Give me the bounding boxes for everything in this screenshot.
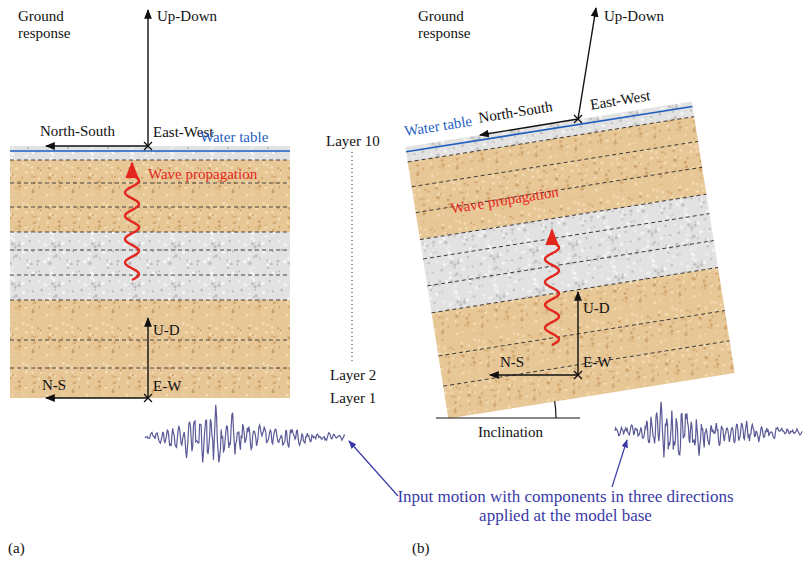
layer-boundary xyxy=(423,214,709,259)
layer-label: Layer 10 xyxy=(326,133,380,150)
east-west-axis-symbol xyxy=(574,371,582,379)
axis-label: E-W xyxy=(153,378,181,395)
panel-label: (a) xyxy=(8,540,25,557)
axis-label: Up-Down xyxy=(604,8,664,25)
response-label: Ground response xyxy=(18,8,93,41)
layer-boundary xyxy=(412,141,698,186)
layer-boundary xyxy=(443,341,729,386)
layer-boundary xyxy=(10,250,290,251)
up-down-axis xyxy=(577,292,578,375)
soil-layer xyxy=(10,160,290,232)
layer-boundary xyxy=(10,160,290,161)
input-motion-trace xyxy=(145,405,345,463)
soil-layer xyxy=(10,300,290,398)
axis-label: U-D xyxy=(153,322,180,339)
inclined-soil-column xyxy=(405,102,734,419)
up-down-axis xyxy=(147,10,148,146)
water-table-label: Water table xyxy=(403,113,473,140)
layer-boundary xyxy=(10,232,290,233)
leader-arrow xyxy=(349,441,398,496)
north-south-axis xyxy=(490,374,578,375)
east-west-axis-symbol xyxy=(574,115,582,123)
east-west-axis-symbol xyxy=(144,142,152,150)
north-south-axis xyxy=(46,145,148,146)
panel-label: (b) xyxy=(412,540,430,557)
axis-label: North-South xyxy=(40,123,115,140)
layer-boundary xyxy=(10,183,290,184)
up-down-axis xyxy=(147,318,148,398)
soil-column xyxy=(10,146,290,398)
north-south-axis xyxy=(46,397,148,398)
east-west-axis-symbol xyxy=(144,394,152,402)
layer-range-line xyxy=(352,152,353,364)
axis-label: E-W xyxy=(583,354,611,371)
axis-label: East-West xyxy=(589,87,651,113)
layer-boundary xyxy=(10,368,290,369)
inclination-arc xyxy=(555,401,556,418)
horizontal-reference xyxy=(436,417,580,418)
axis-label: Up-Down xyxy=(157,8,217,25)
axis-label: N-S xyxy=(500,354,524,371)
wave-arrow xyxy=(545,230,559,345)
layer-label: Layer 2 xyxy=(330,367,376,384)
layer-boundary xyxy=(427,241,713,286)
soil-layer xyxy=(10,232,290,300)
layer-boundary xyxy=(10,340,290,341)
axis-label: U-D xyxy=(583,300,610,317)
wave-arrow xyxy=(125,163,139,280)
input-motion-note: Input motion with components in three di… xyxy=(393,488,738,525)
wave-label: Wave propagation xyxy=(148,166,257,183)
inclination-label: Inclination xyxy=(478,424,543,441)
layer-boundary xyxy=(10,207,290,208)
layer-label: Layer 1 xyxy=(330,390,376,407)
response-label: Ground response xyxy=(418,8,493,41)
layer-boundary xyxy=(10,300,290,301)
layer-boundary xyxy=(10,275,290,276)
layer-boundary xyxy=(432,267,718,312)
axis-label: North-South xyxy=(477,98,554,126)
input-motion-trace xyxy=(615,402,802,458)
axis-label: N-S xyxy=(42,377,66,394)
layer-boundary xyxy=(438,311,724,356)
water-table-line xyxy=(10,150,290,152)
soil-layer xyxy=(432,267,735,418)
water-table-label: Water table xyxy=(200,129,268,146)
leader-arrow xyxy=(612,440,627,487)
